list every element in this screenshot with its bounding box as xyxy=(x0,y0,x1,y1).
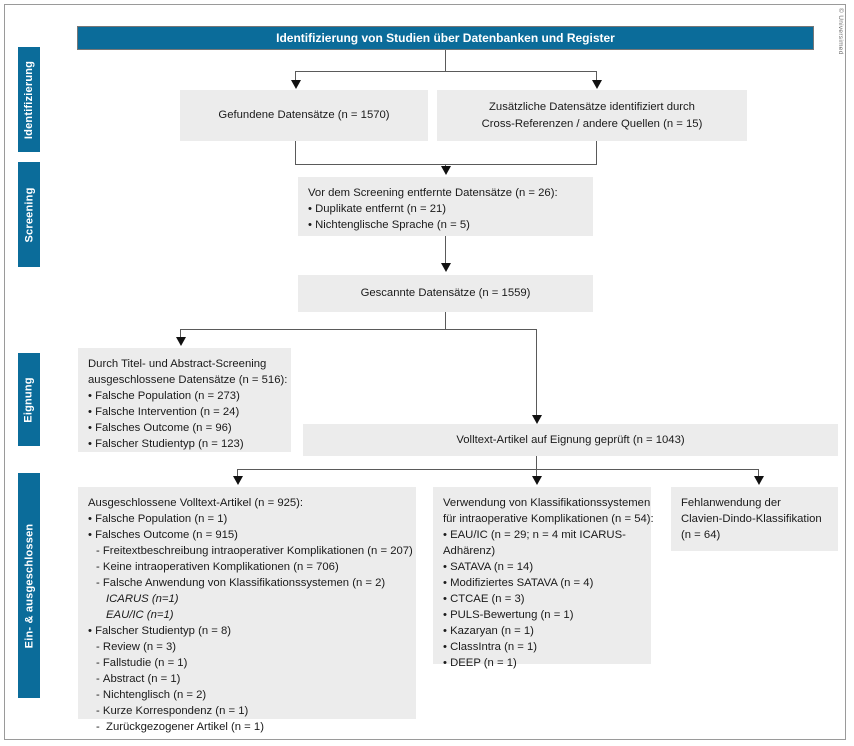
box-fulltext-excluded-line-7: Falscher Studientyp (n = 8) xyxy=(88,623,406,639)
connector-screened-left-down xyxy=(180,329,181,340)
box-fulltext-excluded-line-9: Fallstudie (n = 1) xyxy=(88,655,406,671)
box-clavien-dindo-misuse-line2: Clavien-Dindo-Klassifikation xyxy=(681,513,822,526)
box-classification-systems-line-0: EAU/IC (n = 29; n = 4 mit ICARUS- xyxy=(443,527,641,543)
box-records-screened-text: Gescannte Datensätze (n = 1559) xyxy=(360,287,531,300)
box-records-additional: Zusätzliche Datensätze identifiziert dur… xyxy=(437,90,747,141)
box-classification-systems-line-8: DEEP (n = 1) xyxy=(443,655,641,671)
stage-tab-screening: Screening xyxy=(18,162,40,267)
stage-tab-eligibility-label: Eignung xyxy=(23,376,36,423)
box-excluded-title-abstract-item-0: Falsche Population (n = 273) xyxy=(88,388,281,404)
box-fulltext-assessed-text: Volltext-Artikel auf Eignung geprüft (n … xyxy=(456,433,685,446)
box-removed-item-0: Duplikate entfernt (n = 21) xyxy=(308,201,583,217)
stage-tab-identification-label: Identifizierung xyxy=(23,60,36,139)
arrow-to-records-found xyxy=(291,80,301,89)
box-removed-before-screening: Vor dem Screening entfernte Datensätze (… xyxy=(298,177,593,236)
box-excluded-title-abstract-line1: Durch Titel- und Abstract-Screening xyxy=(88,358,267,370)
box-records-found: Gefundene Datensätze (n = 1570) xyxy=(180,90,428,141)
box-fulltext-excluded-line-10: Abstract (n = 1) xyxy=(88,671,406,687)
connector-fulltext-mid-down xyxy=(536,469,537,479)
connector-removed-down xyxy=(445,236,446,270)
box-records-additional-line2: Cross-Referenzen / andere Quellen (n = 1… xyxy=(481,117,703,130)
identification-banner-title: Identifizierung von Studien über Datenba… xyxy=(276,31,615,45)
box-fulltext-excluded-line-12: Kurze Korrespondenz (n = 1) xyxy=(88,703,406,719)
connector-merge-horizontal xyxy=(295,164,597,165)
copyright-watermark: © Universimed xyxy=(837,8,844,55)
box-excluded-title-abstract-item-2: Falsches Outcome (n = 96) xyxy=(88,420,281,436)
box-clavien-dindo-misuse-line1: Fehlanwendung der xyxy=(681,497,781,509)
box-fulltext-excluded-line-2: Freitextbeschreibung intraoperativer Kom… xyxy=(88,543,413,559)
box-classification-systems-title-line1: Verwendung von Klassifikationssystemen xyxy=(443,497,651,509)
box-fulltext-excluded-line-0: Falsche Population (n = 1) xyxy=(88,511,406,527)
box-records-found-text: Gefundene Datensätze (n = 1570) xyxy=(218,109,390,122)
connector-banner-right-down xyxy=(596,71,597,85)
connector-fulltext-horizontal xyxy=(237,469,759,470)
arrow-to-records-screened xyxy=(441,263,451,272)
box-fulltext-excluded: Ausgeschlossene Volltext-Artikel (n = 92… xyxy=(78,487,416,733)
arrow-to-clavien-dindo-misuse xyxy=(754,476,764,485)
box-fulltext-excluded-line-5: ICARUS (n=1) xyxy=(106,593,179,606)
connector-screened-horizontal xyxy=(180,329,536,330)
arrow-to-classification-systems xyxy=(532,476,542,485)
arrow-to-removed-before-screening xyxy=(441,166,451,175)
connector-fulltext-left-down xyxy=(237,469,238,479)
box-classification-systems-line-4: CTCAE (n = 3) xyxy=(443,591,641,607)
box-excluded-title-abstract-item-1: Falsche Intervention (n = 24) xyxy=(88,404,281,420)
box-classification-systems-line-3: Modifiziertes SATAVA (n = 4) xyxy=(443,575,641,591)
box-classification-systems-line-6: Kazaryan (n = 1) xyxy=(443,623,641,639)
box-fulltext-excluded-line-8: Review (n = 3) xyxy=(88,639,406,655)
box-excluded-title-abstract-item-3: Falscher Studientyp (n = 123) xyxy=(88,436,281,452)
box-fulltext-excluded-list: Falsche Population (n = 1) Falsches Outc… xyxy=(88,511,413,735)
box-removed-title: Vor dem Screening entfernte Datensätze (… xyxy=(308,187,558,199)
connector-records-found-down xyxy=(295,141,296,164)
connector-fulltext-down xyxy=(536,456,537,469)
connector-banner-down xyxy=(445,50,446,71)
box-classification-systems-line-1: Adhärenz) xyxy=(443,545,496,558)
stage-tab-identification: Identifizierung xyxy=(18,47,40,152)
box-excluded-title-abstract: Durch Titel- und Abstract-Screening ausg… xyxy=(78,348,291,452)
stage-tab-eligibility: Eignung xyxy=(18,353,40,446)
box-fulltext-excluded-title: Ausgeschlossene Volltext-Artikel (n = 92… xyxy=(88,497,304,509)
box-clavien-dindo-misuse-line3: (n = 64) xyxy=(681,529,721,542)
connector-banner-left-down xyxy=(295,71,296,85)
stage-tab-included-label: Ein- & ausgeschlossen xyxy=(23,523,36,648)
box-removed-item-1: Nichtenglische Sprache (n = 5) xyxy=(308,217,583,233)
box-fulltext-excluded-line-11: Nichtenglisch (n = 2) xyxy=(88,687,406,703)
box-records-additional-line1: Zusätzliche Datensätze identifiziert dur… xyxy=(489,101,695,114)
box-classification-systems: Verwendung von Klassifikationssystemen f… xyxy=(433,487,654,669)
box-fulltext-excluded-line-3: Keine intraoperativen Komplikationen (n … xyxy=(88,559,406,575)
stage-tab-screening-label: Screening xyxy=(23,187,35,242)
stage-tab-included: Ein- & ausgeschlossen xyxy=(18,473,40,698)
connector-records-additional-down xyxy=(596,141,597,164)
connector-screened-down xyxy=(445,312,446,329)
box-classification-systems-title-line2: für intraoperative Komplikationen (n = 5… xyxy=(443,513,654,526)
identification-banner: Identifizierung von Studien über Datenba… xyxy=(77,26,814,50)
box-clavien-dindo-misuse: Fehlanwendung der Clavien-Dindo-Klassifi… xyxy=(671,487,838,551)
box-fulltext-excluded-line-6: EAU/IC (n=1) xyxy=(106,609,174,622)
box-classification-systems-line-5: PULS-Bewertung (n = 1) xyxy=(443,607,641,623)
connector-fulltext-right-down xyxy=(758,469,759,479)
arrow-to-records-additional xyxy=(592,80,602,89)
arrow-to-excluded-title-abstract xyxy=(176,337,186,346)
box-excluded-title-abstract-line2: ausgeschlossene Datensätze (n = 516): xyxy=(88,374,288,387)
box-records-screened: Gescannte Datensätze (n = 1559) xyxy=(298,275,593,312)
arrow-to-fulltext-assessed xyxy=(532,415,542,424)
box-fulltext-excluded-line-1: Falsches Outcome (n = 915) xyxy=(88,527,406,543)
box-fulltext-excluded-line-4: Falsche Anwendung von Klassifikationssys… xyxy=(88,575,406,591)
box-fulltext-excluded-line-13: Zurückgezogener Artikel (n = 1) xyxy=(88,719,406,735)
box-fulltext-assessed: Volltext-Artikel auf Eignung geprüft (n … xyxy=(303,424,838,456)
connector-banner-horizontal xyxy=(295,71,596,72)
connector-screened-right-down xyxy=(536,329,537,422)
arrow-to-fulltext-excluded xyxy=(233,476,243,485)
box-classification-systems-line-2: SATAVA (n = 14) xyxy=(443,559,641,575)
box-classification-systems-line-7: ClassIntra (n = 1) xyxy=(443,639,641,655)
